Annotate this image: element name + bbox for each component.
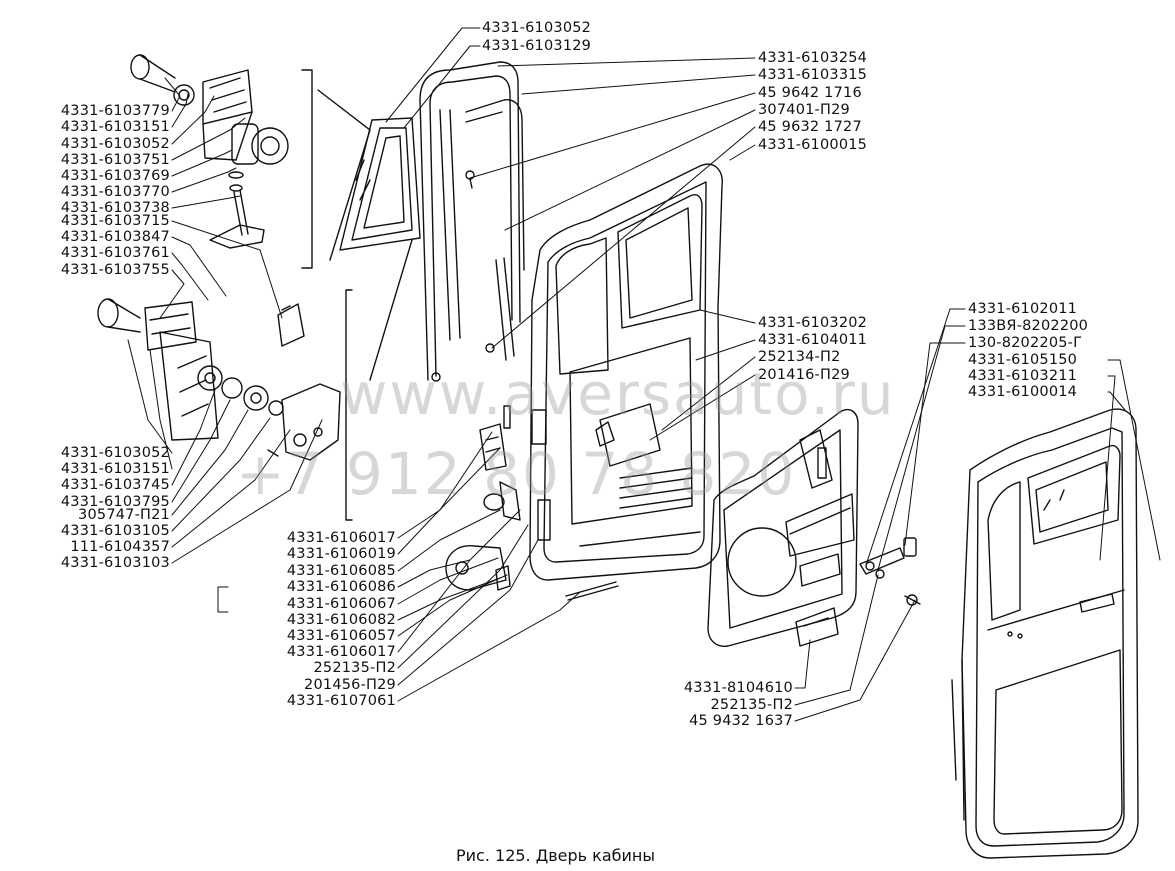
door-glass-seals	[420, 62, 524, 381]
part-label: 130-8202205-Г	[968, 335, 1083, 351]
part-label: 4331-6106019	[286, 546, 396, 562]
part-label: 4331-6103769	[60, 168, 170, 184]
handle-parts	[860, 538, 920, 605]
part-label: 4331-6100014	[968, 384, 1078, 400]
part-label: 133ВЯ-8202200	[968, 318, 1089, 334]
part-label: 4331-6103052	[60, 136, 170, 152]
part-label: 45 9432 1637	[689, 713, 793, 729]
part-label: 4331-6103151	[60, 461, 170, 477]
part-label: 4331-6103715	[60, 213, 170, 229]
part-label: 4331-6103052	[60, 445, 170, 461]
part-label: 4331-8104610	[683, 680, 793, 696]
part-label: 45 9642 1716	[758, 85, 862, 101]
part-label: 4331-6106086	[286, 579, 396, 595]
part-label: 4331-6106017	[286, 644, 396, 660]
part-label: 4331-6103847	[60, 229, 170, 245]
hinge-assembly-parts	[98, 55, 340, 460]
part-label: 4331-6106057	[286, 628, 396, 644]
part-label: 4331-6103738	[60, 200, 170, 216]
part-label: 4331-6103151	[60, 119, 170, 135]
door-inner-frame	[530, 164, 722, 580]
part-label: 4331-6102011	[968, 301, 1078, 317]
part-label: 4331-6106085	[286, 563, 396, 579]
part-label: 4331-6103105	[60, 523, 170, 539]
watermark-phone: +7 912 80 78 820	[236, 440, 797, 508]
part-label: 4331-6103129	[482, 38, 592, 54]
part-label: 305747-П21	[78, 507, 170, 523]
door-outer-shell	[952, 409, 1138, 858]
part-label: 4331-6103211	[968, 368, 1078, 384]
part-label: 201456-П29	[304, 677, 396, 693]
part-label: 201416-П29	[758, 367, 850, 383]
part-label: 111-6104357	[70, 539, 170, 555]
part-label: 4331-6106017	[286, 530, 396, 546]
door-trim-panel	[708, 410, 858, 647]
part-label: 4331-6103795	[60, 494, 170, 510]
part-label: 252135-П2	[313, 660, 396, 676]
part-label: 252135-П2	[710, 697, 793, 713]
part-label: 4331-6103254	[758, 50, 868, 66]
part-label: 45 9632 1727	[758, 119, 862, 135]
part-label: 4331-6106082	[286, 612, 396, 628]
part-label: 252134-П2	[758, 349, 841, 365]
watermark-url: www.aversauto.ru	[340, 360, 896, 428]
part-label: 307401-П29	[758, 102, 850, 118]
leader-lines	[128, 28, 1160, 721]
vent-window-frame	[302, 70, 420, 520]
part-label: 4331-6104011	[758, 332, 868, 348]
part-label: 4331-6103761	[60, 245, 170, 261]
part-label: 4331-6105150	[968, 352, 1078, 368]
part-label: 4331-6103779	[60, 103, 170, 119]
part-label: 4331-6106067	[286, 596, 396, 612]
part-label: 4331-6103315	[758, 67, 868, 83]
part-label: 4331-6103052	[482, 20, 592, 36]
part-label: 4331-6107061	[286, 693, 396, 709]
part-label: 4331-6103745	[60, 477, 170, 493]
part-label: 4331-6100015	[758, 137, 868, 153]
figure-caption: Рис. 125. Дверь кабины	[456, 846, 655, 865]
part-label: 4331-6103755	[60, 262, 170, 278]
part-label: 4331-6103103	[60, 555, 170, 571]
part-label: 4331-6103770	[60, 184, 170, 200]
part-label: 4331-6103751	[60, 152, 170, 168]
part-label: 4331-6103202	[758, 315, 868, 331]
door-lock-parts	[446, 406, 618, 600]
